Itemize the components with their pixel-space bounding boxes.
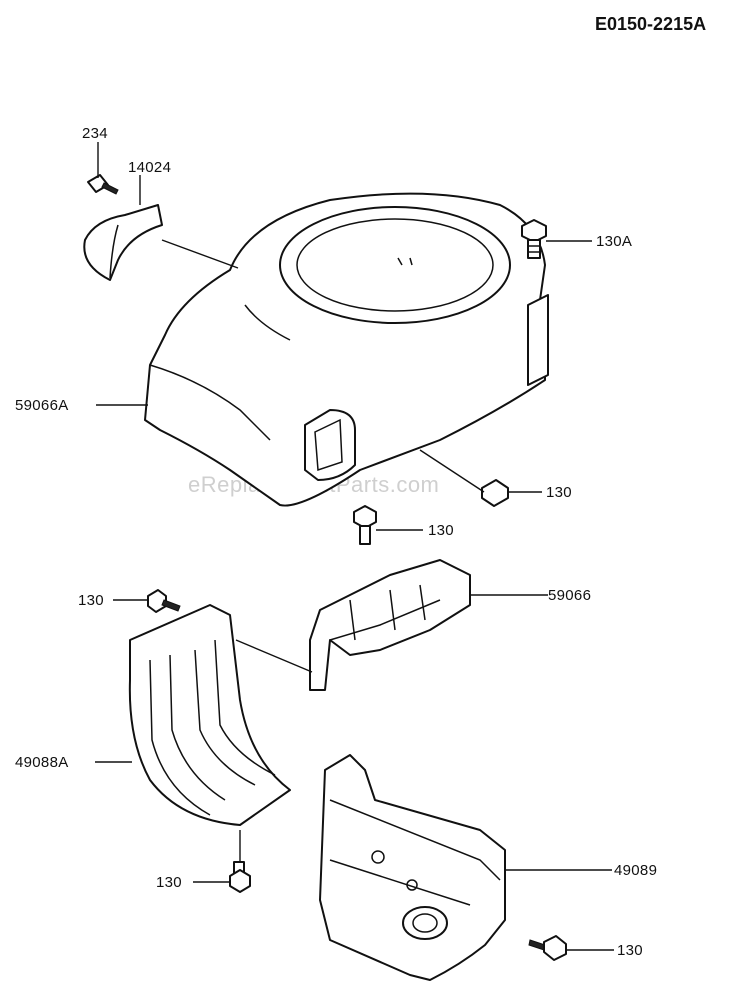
bracket-part[interactable]	[309, 559, 471, 691]
bolt-130-right-part[interactable]	[528, 935, 567, 961]
callout-130-left: 130	[78, 592, 104, 609]
callout-130-bottom: 130	[156, 874, 182, 891]
callout-130-right: 130	[617, 942, 643, 959]
callout-234: 234	[82, 125, 108, 142]
callout-49089: 49089	[614, 862, 657, 879]
cylinder-cover-part[interactable]	[319, 754, 506, 981]
lower-shroud-part[interactable]	[128, 604, 291, 826]
callout-59066A: 59066A	[15, 397, 69, 414]
bolt-130-housing-part[interactable]	[481, 479, 509, 507]
callout-130A: 130A	[596, 233, 632, 250]
blower-housing-part[interactable]	[144, 192, 549, 507]
bolt-130-bottom-part[interactable]	[229, 861, 251, 893]
diagram-code: E0150-2215A	[595, 14, 706, 34]
bolt-234-part[interactable]	[87, 174, 119, 195]
air-guide-part[interactable]	[83, 204, 163, 281]
callout-14024: 14024	[128, 159, 171, 176]
callout-130-bracket: 130	[428, 522, 454, 539]
callout-59066: 59066	[548, 587, 591, 604]
bolt-130A-part[interactable]	[521, 219, 547, 259]
leader-lines	[95, 142, 614, 951]
callout-49088A: 49088A	[15, 754, 69, 771]
bolt-130-bracket-part[interactable]	[353, 505, 377, 545]
callout-130-housing: 130	[546, 484, 572, 501]
bolt-130-left-part[interactable]	[147, 589, 181, 613]
